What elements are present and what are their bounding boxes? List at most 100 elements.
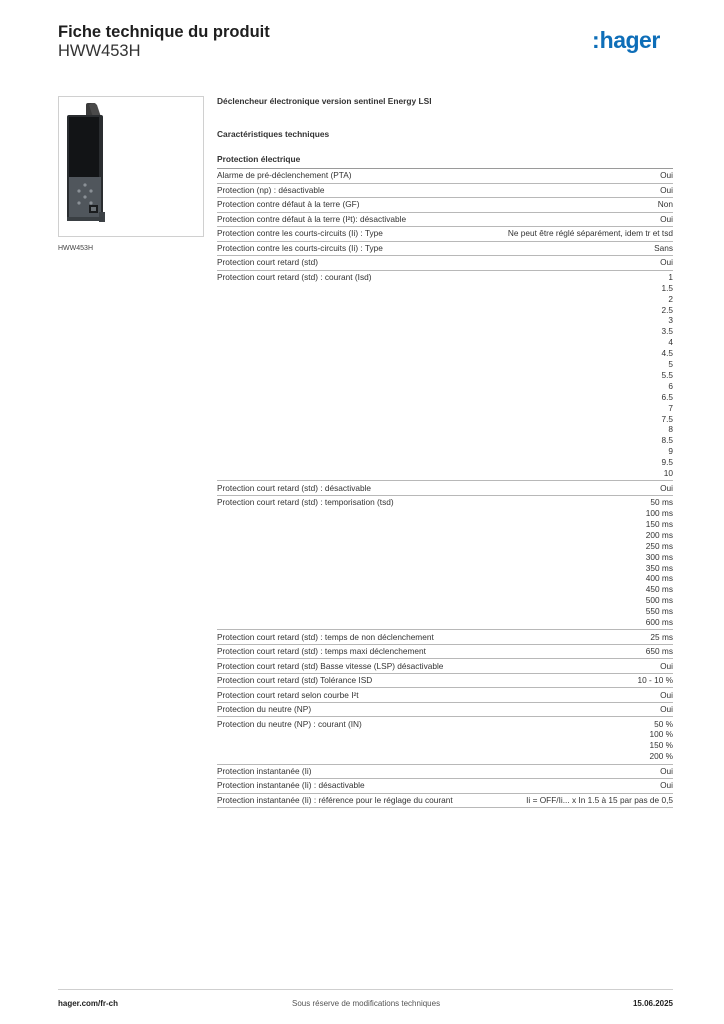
spec-row: Protection contre les courts-circuits (I… <box>217 227 673 242</box>
spec-values: Oui <box>660 214 673 225</box>
spec-values: Oui <box>660 690 673 701</box>
spec-value: 10 - 10 % <box>637 675 673 686</box>
spec-value: Oui <box>660 689 673 700</box>
page-footer: hager.com/fr-ch Sous réserve de modifica… <box>58 989 673 1008</box>
spec-label: Protection court retard (std) : désactiv… <box>217 482 372 493</box>
product-image-frame <box>58 96 204 237</box>
spec-value: 250 ms <box>645 540 673 551</box>
spec-value: Oui <box>660 660 673 671</box>
spec-row: Protection contre les courts-circuits (I… <box>217 242 673 256</box>
spec-row: Protection court retard (std) : désactiv… <box>217 481 673 496</box>
spec-value: 150 ms <box>645 518 673 529</box>
spec-values: Oui <box>660 170 673 181</box>
spec-value: 3 <box>668 315 673 326</box>
spec-values: Oui <box>660 661 673 672</box>
spec-label: Protection contre les courts-circuits (I… <box>217 228 383 239</box>
spec-row: Protection court retard (std) Tolérance … <box>217 674 673 689</box>
spec-label: Protection court retard (std) : temporis… <box>217 497 394 508</box>
spec-value: 10 <box>663 468 673 479</box>
group-title: Protection électrique <box>217 154 301 164</box>
spec-row: Protection contre défaut à la terre (GF)… <box>217 198 673 213</box>
spec-row: Protection court retard (std) : courant … <box>217 271 673 482</box>
spec-value: Ii = OFF/Ii... x In 1.5 à 15 par pas de … <box>526 794 673 805</box>
spec-label: Protection court retard selon courbe I²t <box>217 689 359 700</box>
spec-value: 4 <box>668 337 673 348</box>
spec-values: 10 - 10 % <box>637 675 673 686</box>
footer-date: 15.06.2025 <box>632 999 673 1008</box>
product-name: Déclencheur électronique version sentine… <box>217 96 432 106</box>
spec-row: Protection court retard (std) Basse vite… <box>217 659 673 674</box>
spec-label: Alarme de pré-déclenchement (PTA) <box>217 170 352 181</box>
spec-row: Protection instantanée (Ii)Oui <box>217 765 673 779</box>
spec-value: Ne peut être réglé séparément, idem tr e… <box>507 228 673 239</box>
spec-value: 100 % <box>649 729 673 740</box>
spec-row: Protection du neutre (NP)Oui <box>217 703 673 718</box>
spec-value: 300 ms <box>645 551 673 562</box>
spec-label: Protection court retard (std) <box>217 257 318 268</box>
spec-label: Protection contre défaut à la terre (GF) <box>217 199 360 210</box>
spec-value: 6 <box>668 380 673 391</box>
spec-value: Oui <box>660 213 673 224</box>
spec-row: Protection instantanée (Ii) : référence … <box>217 794 673 808</box>
spec-value: Non <box>657 199 673 210</box>
spec-value: 7.5 <box>661 413 673 424</box>
spec-row: Alarme de pré-déclenchement (PTA) Oui <box>217 169 673 184</box>
spec-values: Oui <box>660 257 673 268</box>
spec-value: 400 ms <box>645 573 673 584</box>
spec-value: Oui <box>660 704 673 715</box>
spec-row: Protection court retard (std) : temps de… <box>217 630 673 645</box>
spec-label: Protection du neutre (NP) : courant (IN) <box>217 718 362 729</box>
spec-value: Oui <box>660 482 673 493</box>
section-title: Caractéristiques techniques <box>217 129 330 139</box>
spec-values: Sans <box>654 243 673 254</box>
spec-value: 150 % <box>649 740 673 751</box>
trip-unit-product-icon <box>67 103 105 222</box>
spec-value: Oui <box>660 170 673 181</box>
spec-label: Protection court retard (std) : temps ma… <box>217 646 426 657</box>
spec-value: 5 <box>668 359 673 370</box>
spec-values: Non <box>658 199 673 210</box>
spec-label: Protection contre défaut à la terre (I²t… <box>217 213 407 224</box>
spec-row: Protection court retard selon courbe I²t… <box>217 688 673 703</box>
spec-label: Protection instantanée (Ii) : référence … <box>217 794 453 805</box>
footer-website: hager.com/fr-ch <box>58 999 119 1008</box>
spec-values: Oui <box>660 780 673 791</box>
spec-values: 50 %100 %150 %200 % <box>649 719 673 763</box>
spec-value: Oui <box>660 257 673 268</box>
page-title: Fiche technique du produit <box>58 23 270 41</box>
spec-label: Protection court retard (std) : temps de… <box>217 631 434 642</box>
spec-label: Protection (np) : désactivable <box>217 184 325 195</box>
spec-value: 25 ms <box>650 631 673 642</box>
spec-value: 3.5 <box>661 326 673 337</box>
spec-label: Protection court retard (std) : courant … <box>217 271 372 282</box>
spec-value: 600 ms <box>645 617 673 628</box>
spec-value: 9 <box>668 446 673 457</box>
spec-row: Protection court retard (std) Oui <box>217 256 673 271</box>
spec-values: Oui <box>660 704 673 715</box>
spec-value: 100 ms <box>645 508 673 519</box>
spec-values: 650 ms <box>646 646 673 657</box>
product-image-caption: HWW453H <box>58 245 94 252</box>
page-header: Fiche technique du produit HWW453H <box>58 22 270 61</box>
spec-value: 6.5 <box>661 391 673 402</box>
spec-value: 1.5 <box>661 282 673 293</box>
spec-label: Protection court retard (std) Tolérance … <box>217 675 373 686</box>
spec-row: Protection contre défaut à la terre (I²t… <box>217 213 673 227</box>
spec-label: Protection contre les courts-circuits (I… <box>217 242 383 253</box>
spec-label: Protection court retard (std) Basse vite… <box>217 660 444 671</box>
spec-value: 500 ms <box>645 595 673 606</box>
spec-value: 650 ms <box>645 646 673 657</box>
spec-value: 8.5 <box>661 435 673 446</box>
spec-label: Protection instantanée (Ii) : désactivab… <box>217 780 365 791</box>
footer-disclaimer: Sous réserve de modifications techniques <box>292 999 441 1008</box>
spec-values: Ne peut être réglé séparément, idem tr e… <box>508 228 673 239</box>
spec-value: Sans <box>654 242 673 253</box>
spec-values: Oui <box>660 185 673 196</box>
hager-logo: :hager <box>592 27 661 53</box>
logo-text: hager <box>599 27 661 53</box>
spec-value: 50 ms <box>650 497 673 508</box>
spec-row: Protection du neutre (NP) : courant (IN)… <box>217 717 673 765</box>
